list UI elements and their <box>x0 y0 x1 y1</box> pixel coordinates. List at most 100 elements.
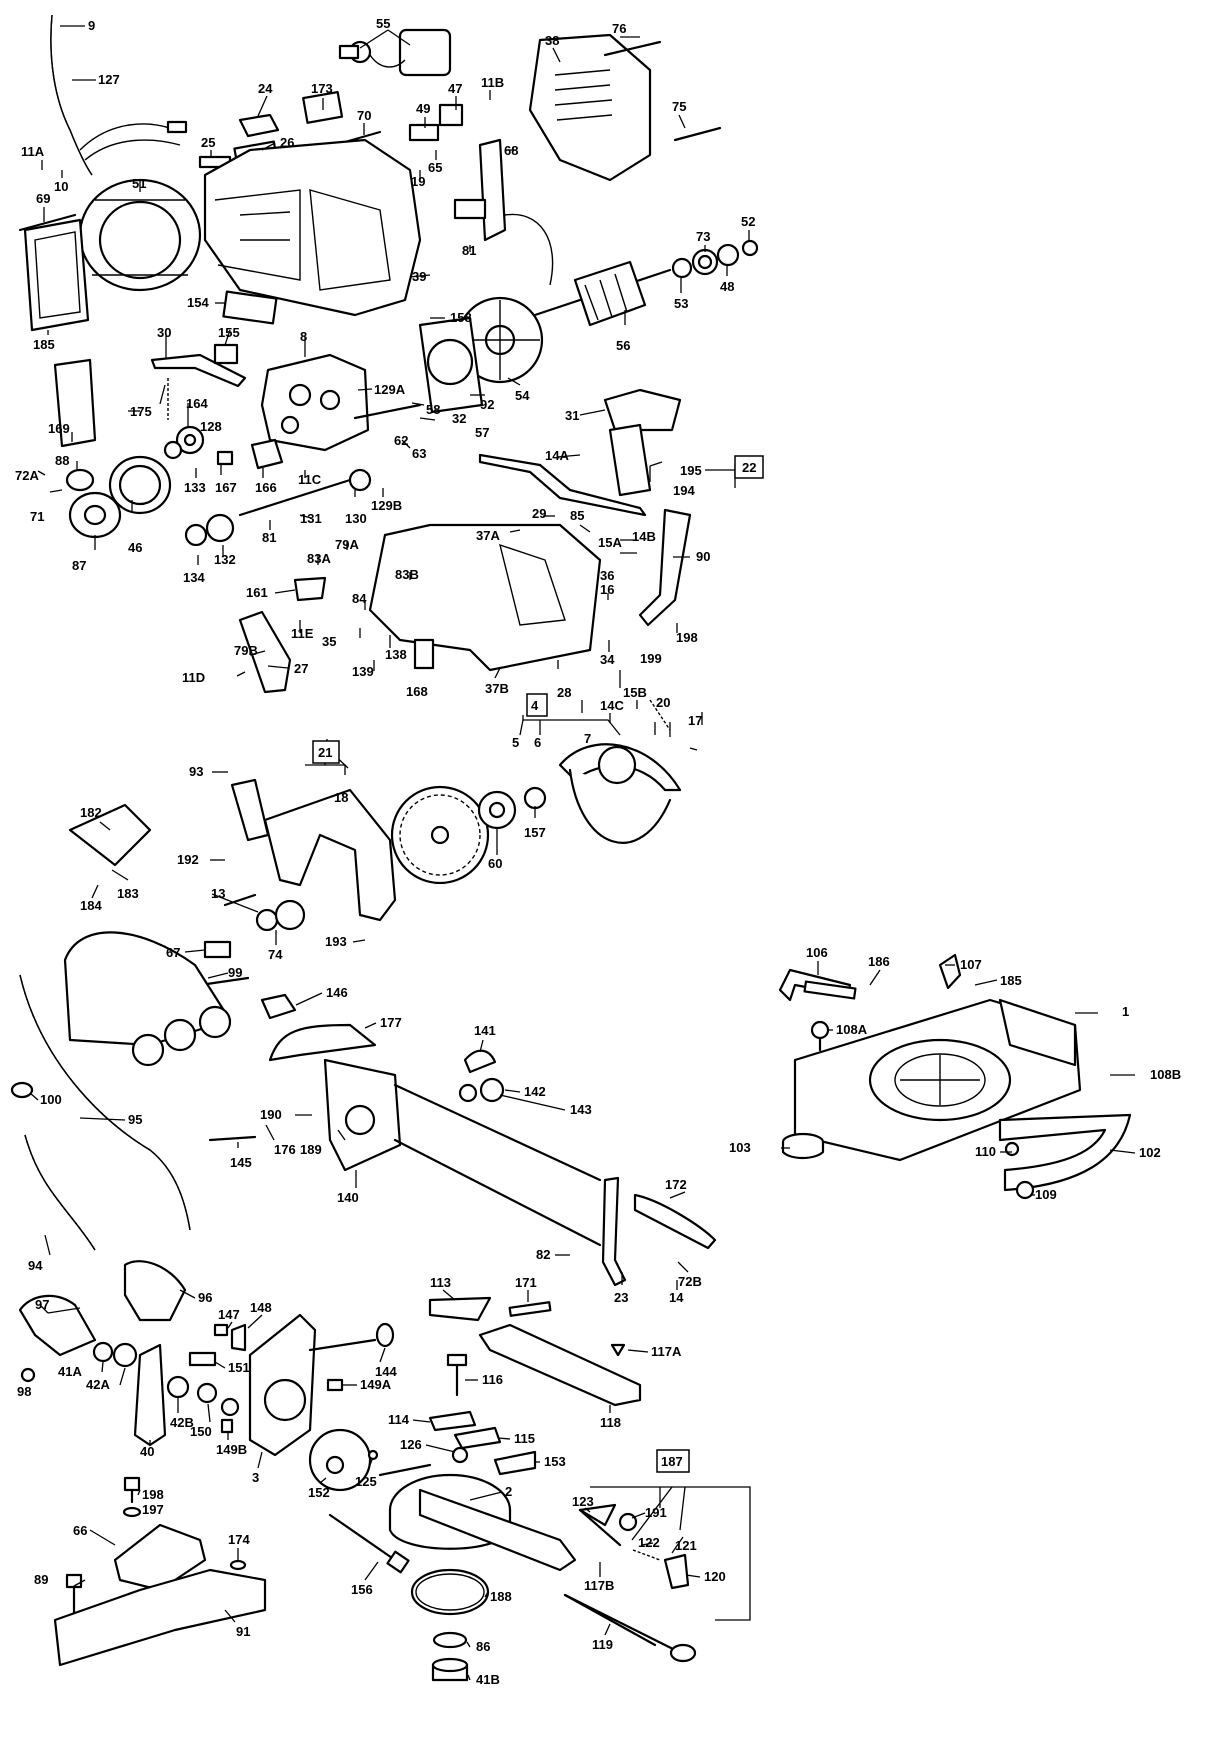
callout-14B: 14B <box>632 529 656 544</box>
callout-184: 184 <box>80 898 102 913</box>
callout-14A: 14A <box>545 448 569 463</box>
callout-84: 84 <box>352 591 367 606</box>
callout-87: 87 <box>72 558 86 573</box>
callout-199: 199 <box>640 651 662 666</box>
dust-bag-part <box>63 931 232 1067</box>
callout-24: 24 <box>258 81 273 96</box>
callout-197: 197 <box>142 1502 164 1517</box>
callout-134: 134 <box>183 570 205 585</box>
bolt-part <box>208 1135 257 1142</box>
knob-washer-part <box>458 1049 505 1103</box>
callout-140: 140 <box>337 1190 359 1205</box>
callout-132: 132 <box>214 552 236 567</box>
callout-36: 36 <box>600 568 614 583</box>
callout-102: 102 <box>1139 1145 1161 1160</box>
callout-155: 155 <box>218 325 240 340</box>
ring-washer-nut-part <box>410 1568 490 1682</box>
callout-121: 121 <box>675 1538 697 1553</box>
callout-141: 141 <box>474 1023 496 1038</box>
spring-lever-part <box>150 343 247 420</box>
callout-157: 157 <box>524 825 546 840</box>
callout-5: 5 <box>512 735 519 750</box>
callout-72B: 72B <box>678 1274 702 1289</box>
callout-95: 95 <box>128 1112 142 1127</box>
callout-193: 193 <box>325 934 347 949</box>
callout-86: 86 <box>476 1639 490 1654</box>
callout-117A: 117A <box>651 1344 682 1359</box>
callout-90: 90 <box>696 549 710 564</box>
callout-99: 99 <box>228 965 242 980</box>
callout-58: 58 <box>426 402 440 417</box>
callout-96: 96 <box>198 1290 212 1305</box>
gasket-part <box>23 218 90 332</box>
gear-bearings-part <box>163 425 284 470</box>
short-hose-part <box>24 1134 96 1251</box>
callout-68: 68 <box>504 143 518 158</box>
callout-131: 131 <box>300 511 322 526</box>
bracket-part <box>53 358 97 448</box>
pad-part <box>222 290 278 325</box>
callout-55: 55 <box>376 16 390 31</box>
callout-108B: 108B <box>1150 1067 1181 1082</box>
callout-173: 173 <box>311 81 333 96</box>
callout-126: 126 <box>400 1437 422 1452</box>
callout-11E: 11E <box>291 626 314 641</box>
callout-115: 115 <box>514 1431 535 1446</box>
callout-6: 6 <box>534 735 541 750</box>
callout-118: 118 <box>600 1415 621 1430</box>
callout-70: 70 <box>357 108 371 123</box>
callout-147: 147 <box>218 1307 240 1322</box>
callout-76: 76 <box>612 21 626 36</box>
callout-130: 130 <box>345 511 367 526</box>
callout-133: 133 <box>184 480 206 495</box>
callout-92: 92 <box>480 397 494 412</box>
lock-rod-part <box>563 1593 657 1647</box>
callout-98: 98 <box>17 1384 31 1399</box>
callout-125: 125 <box>355 1474 377 1489</box>
callout-14C: 14C <box>600 698 624 713</box>
callout-15A: 15A <box>598 535 622 550</box>
callout-97: 97 <box>35 1297 49 1312</box>
callout-109: 109 <box>1035 1187 1057 1202</box>
callout-28: 28 <box>557 685 571 700</box>
callout-128: 128 <box>200 419 222 434</box>
leader-lines <box>27 25 1136 1681</box>
belt-pulley-part <box>65 455 172 539</box>
callout-57: 57 <box>475 425 489 440</box>
callout-148: 148 <box>250 1300 272 1315</box>
callout-38: 38 <box>545 33 559 48</box>
callout-56: 56 <box>616 338 630 353</box>
callout-116: 116 <box>482 1372 503 1387</box>
callout-168: 168 <box>406 684 428 699</box>
handle-grip-part <box>638 508 692 627</box>
callout-79A: 79A <box>335 537 359 552</box>
cap-part <box>10 1081 34 1099</box>
callout-152: 152 <box>308 1485 330 1500</box>
callout-16: 16 <box>600 582 614 597</box>
callout-198: 198 <box>676 630 698 645</box>
callout-153: 153 <box>544 1454 566 1469</box>
field-coil-part <box>78 178 202 292</box>
callout-89: 89 <box>34 1572 48 1587</box>
callout-85: 85 <box>570 508 584 523</box>
callout-110: 110 <box>975 1144 996 1159</box>
callout-108A: 108A <box>836 1022 868 1037</box>
motor-cover-part <box>528 33 652 182</box>
callout-11A: 11A <box>21 144 45 159</box>
callout-11B: 11B <box>481 75 504 90</box>
callout-191: 191 <box>645 1505 667 1520</box>
callout-20: 20 <box>656 695 670 710</box>
callout-91: 91 <box>236 1624 250 1639</box>
shaft-part <box>184 468 372 547</box>
callout-120: 120 <box>704 1569 726 1584</box>
callout-19: 19 <box>411 174 425 189</box>
callout-94: 94 <box>28 1258 43 1273</box>
callout-54: 54 <box>515 388 530 403</box>
upper-guard-part <box>68 778 397 922</box>
clamp-part <box>601 1176 717 1287</box>
callout-27: 27 <box>294 661 308 676</box>
callout-74: 74 <box>268 947 283 962</box>
fence-part <box>428 1296 642 1407</box>
